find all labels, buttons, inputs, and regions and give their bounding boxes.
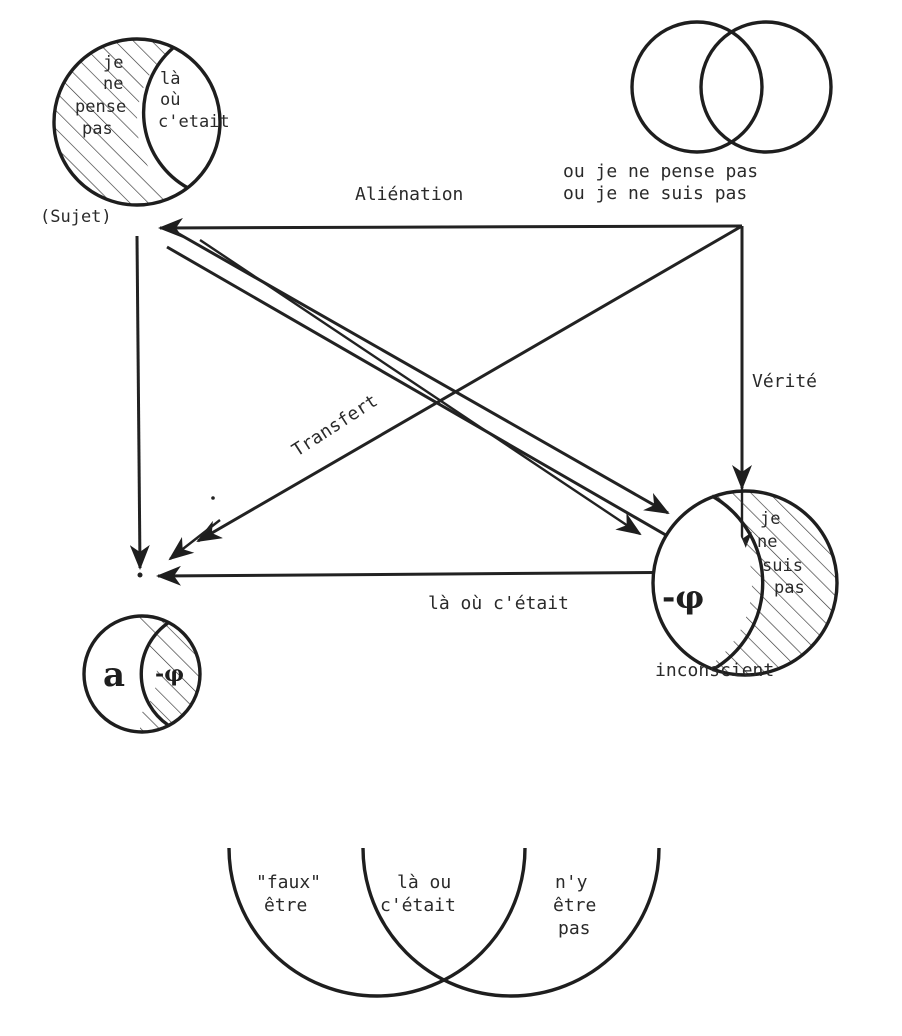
arc-right-text-1: être — [553, 895, 596, 916]
sujet-left-text-3: pas — [82, 119, 113, 139]
arrow-sujet-inconscient-3 — [199, 239, 642, 536]
arc-right — [361, 847, 661, 998]
inconscient-inner-lune — [653, 491, 752, 675]
arc-middle-text-0: là ou — [397, 872, 451, 893]
objet-left-text: a — [103, 655, 125, 695]
sujet-left-text-1: ne — [103, 74, 123, 94]
label-la-ou-cetait: là où c'était — [428, 593, 569, 614]
inconscient-label: inconscient — [655, 660, 774, 681]
vel-circle-right — [699, 20, 833, 154]
arc-left — [227, 847, 527, 998]
sujet-right-text-0: là — [160, 69, 180, 89]
vel-caption-1: ou je ne suis pas — [563, 183, 747, 204]
sujet-inner-lune — [137, 39, 220, 205]
arc-right-text-0: n'y — [555, 872, 588, 893]
bottom-arcs: "faux" être là ou c'était n'y être pas — [227, 847, 661, 998]
sujet-left-text-2: pense — [75, 97, 126, 117]
vel-circle-left — [630, 20, 764, 154]
stray-mark — [211, 496, 215, 500]
arrow-alienation — [158, 217, 743, 238]
vel-circles: ou je ne pense pas ou je ne suis pas — [563, 20, 833, 204]
inconscient-circle: je ne suis pas -φ inconscient — [651, 489, 839, 681]
objet-circle: a -φ — [82, 614, 202, 734]
inconscient-left-text: -φ — [662, 578, 704, 616]
inconscient-right-text-3: pas — [774, 578, 805, 598]
arc-middle-text-1: c'était — [380, 895, 456, 916]
point-mark — [137, 572, 143, 578]
vel-caption-0: ou je ne pense pas — [563, 161, 758, 182]
arc-left-text-0: "faux" — [256, 872, 321, 893]
inconscient-right-text-0: je — [760, 509, 780, 529]
sujet-right-text-1: où — [160, 90, 180, 110]
arc-left-text-1: être — [264, 895, 307, 916]
arrow-sujet-inconscient-1 — [171, 228, 670, 515]
arc-right-text-2: pas — [558, 918, 591, 939]
arrow-sujet-down — [129, 235, 150, 570]
inconscient-right-text-2: suis — [762, 556, 803, 576]
label-alienation: Aliénation — [355, 184, 463, 205]
inconscient-right-text-1: ne — [757, 532, 777, 552]
objet-right-text: -φ — [155, 661, 184, 687]
arrow-transfert-inner — [168, 519, 221, 561]
label-verite: Vérité — [752, 371, 817, 392]
arrow-la-ou-cetait — [156, 565, 733, 586]
sujet-circle: je ne pense pas là où c'etait (Sujet) — [40, 37, 230, 227]
arrow-transfert — [196, 224, 743, 543]
sujet-left-text-0: je — [103, 53, 123, 73]
sujet-label: (Sujet) — [40, 207, 112, 227]
label-transfert: Transfert — [288, 390, 381, 461]
sujet-right-text-2: c'etait — [158, 112, 230, 132]
objet-inner-lune — [84, 617, 157, 731]
